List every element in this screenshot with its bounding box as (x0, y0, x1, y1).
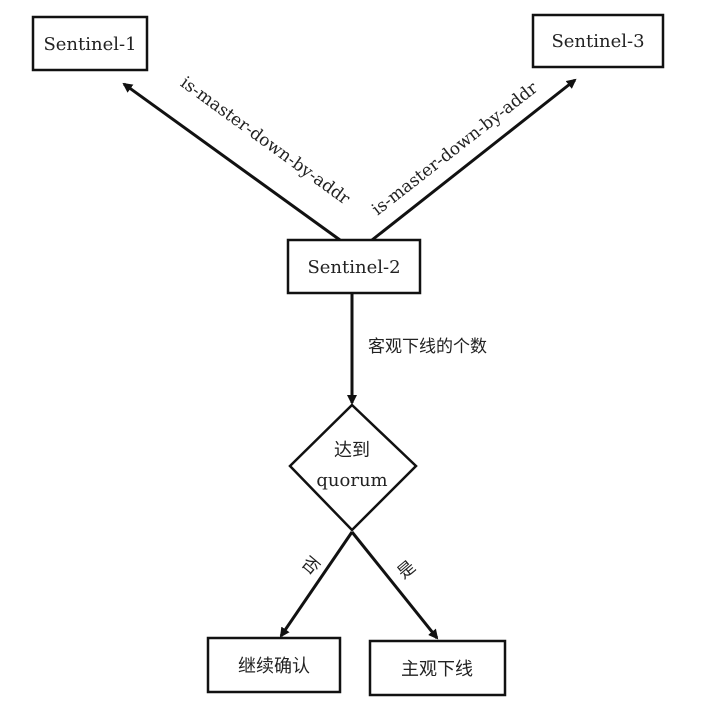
edge-label-yes: 是 (394, 557, 420, 583)
node-label: Sentinel-1 (43, 34, 136, 55)
node-subjective-down: 主观下线 (368, 639, 507, 697)
edge-to-sentinel1 (122, 82, 341, 242)
node-continue-confirm: 继续确认 (206, 636, 342, 694)
edge-label-to-decision: 客观下线的个数 (368, 337, 487, 357)
edge-label-no: 否 (297, 553, 323, 579)
node-sentinel-3: Sentinel-3 (531, 13, 665, 69)
edge-to-sentinel3 (371, 78, 577, 242)
node-sentinel-1: Sentinel-1 (31, 15, 149, 72)
node-label: Sentinel-2 (307, 257, 400, 278)
node-label: Sentinel-3 (551, 31, 644, 52)
node-label: 继续确认 (238, 656, 310, 677)
edge-no (279, 531, 354, 638)
decision-quorum: 达到 quorum (288, 403, 418, 532)
node-sentinel-2: Sentinel-2 (286, 238, 422, 295)
decision-label-line2: quorum (316, 470, 387, 491)
edge-yes (350, 531, 439, 640)
decision-label-line1: 达到 (334, 440, 370, 461)
edge-label-to-sentinel3: is-master-down-by-addr (368, 78, 542, 220)
node-label: 主观下线 (401, 659, 473, 680)
